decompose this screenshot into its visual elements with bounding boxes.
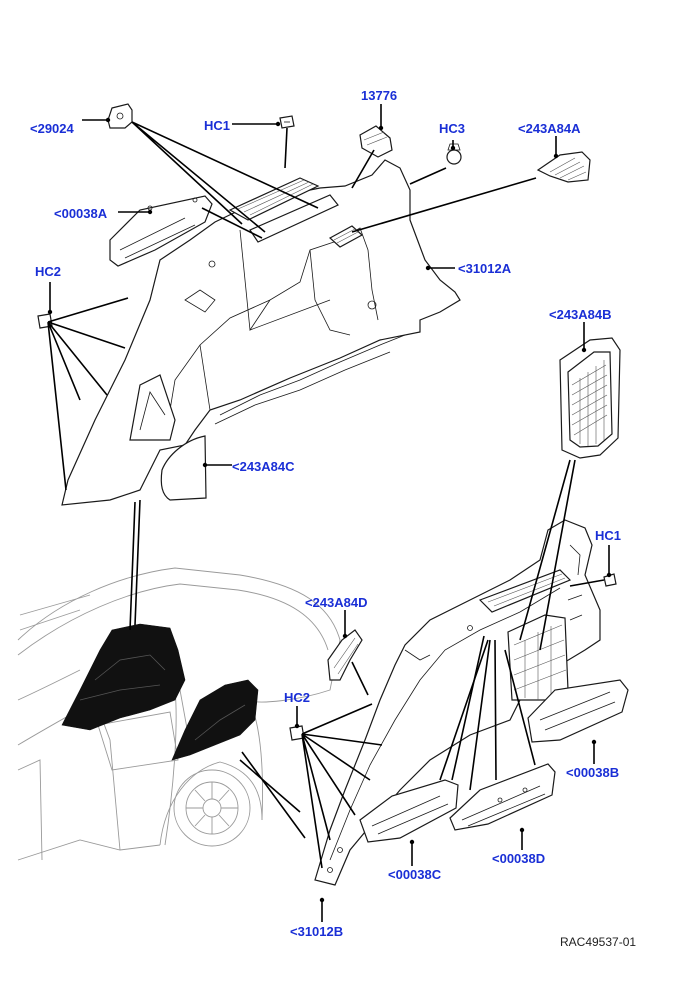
grille-243A84D xyxy=(327,629,363,681)
module-00038A xyxy=(109,195,213,267)
callout-00038D: <00038D xyxy=(492,851,545,866)
upper-side-trim-panel xyxy=(61,159,461,506)
cover-243A84C xyxy=(160,435,207,501)
module-00038C xyxy=(359,779,459,843)
grille-243A84B xyxy=(559,337,621,459)
callout-hc1-top: HC1 xyxy=(204,118,230,133)
callout-31012A: <31012A xyxy=(458,261,512,276)
callout-labels: <29024 HC1 13776 HC3 <243A84A <00038A <3… xyxy=(30,88,621,939)
callout-29024: <29024 xyxy=(30,121,75,136)
callout-31012B: <31012B xyxy=(290,924,343,939)
callout-hc2-bottom: HC2 xyxy=(284,690,310,705)
bracket-29024 xyxy=(107,103,133,129)
callout-hc3: HC3 xyxy=(439,121,465,136)
fastener-hc3 xyxy=(446,143,462,165)
callout-243A84C: <243A84C xyxy=(232,459,295,474)
leader-dots xyxy=(47,117,612,903)
part-13776 xyxy=(359,125,393,158)
callout-00038B: <00038B xyxy=(566,765,619,780)
callout-243A84B: <243A84B xyxy=(549,307,612,322)
callout-hc1-right: HC1 xyxy=(595,528,621,543)
callout-243A84D: <243A84D xyxy=(305,595,368,610)
leader-lines xyxy=(47,104,610,922)
callout-00038A: <00038A xyxy=(54,206,108,221)
module-00038D xyxy=(449,763,556,831)
reference-code: RAC49537-01 xyxy=(560,935,636,949)
vehicle-interior-trim-left xyxy=(61,623,186,731)
grille-243A84A xyxy=(536,151,591,183)
clip-hc1-top xyxy=(279,115,295,129)
callout-00038C: <00038C xyxy=(388,867,442,882)
module-00038B xyxy=(527,679,629,743)
vehicle-interior-trim-right xyxy=(171,679,259,761)
callout-243A84A: <243A84A xyxy=(518,121,581,136)
callout-13776: 13776 xyxy=(361,88,397,103)
vehicle-outline xyxy=(17,567,341,861)
callout-hc2-top: HC2 xyxy=(35,264,61,279)
